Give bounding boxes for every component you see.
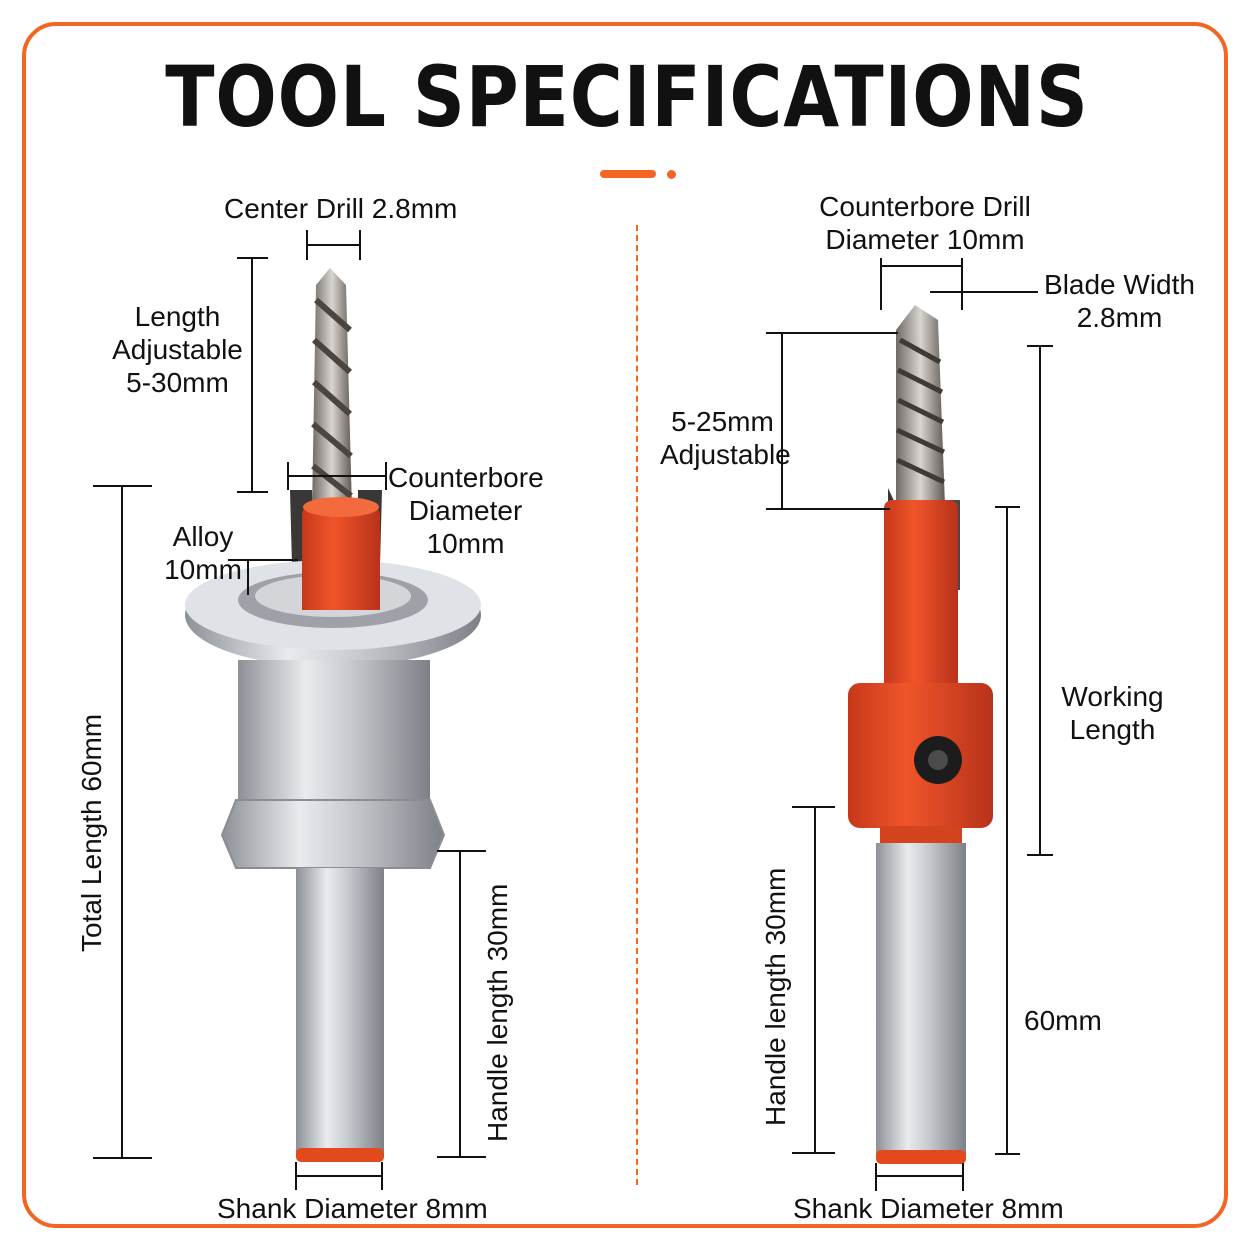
working-length-line2: Length	[1069, 714, 1156, 745]
right-handle-length-label: Handle length 30mm	[760, 867, 791, 1126]
counterbore-line3: 10mm	[426, 528, 505, 559]
right-shank-diameter-label: Shank Diameter 8mm	[793, 1193, 1064, 1224]
counterbore-drill-line2: Diameter 10mm	[825, 224, 1025, 255]
alloy-line2: 10mm	[164, 554, 242, 585]
right-counterbore-tool	[848, 305, 993, 1164]
alloy-line1: Alloy	[172, 521, 234, 552]
adjustable-range-label: 5-25mm Adjustable	[660, 405, 791, 471]
counterbore-drill-diameter-label: Counterbore Drill Diameter 10mm	[800, 190, 1050, 256]
center-divider	[636, 225, 638, 1185]
length-adjustable-label: Length Adjustable 5-30mm	[100, 300, 255, 399]
alloy-label: Alloy 10mm	[162, 520, 244, 586]
dimension-lines	[93, 230, 1053, 1191]
left-countersink-tool	[185, 268, 481, 1162]
counterbore-drill-line1: Counterbore Drill	[819, 191, 1031, 222]
adjustable-line1: 5-25mm	[671, 406, 774, 437]
blade-width-label: Blade Width 2.8mm	[1042, 268, 1197, 334]
counterbore-line2: Diameter	[408, 495, 523, 526]
center-drill-label: Center Drill 2.8mm	[224, 193, 458, 224]
counterbore-line1: Counterbore	[388, 462, 544, 493]
title-underline-bar	[600, 170, 656, 178]
left-handle-length-label: Handle length 30mm	[482, 883, 513, 1142]
left-counterbore-diameter-label: Counterbore Diameter 10mm	[388, 461, 544, 560]
length-adjustable-line2: Adjustable	[112, 334, 243, 365]
adjustable-line2: Adjustable	[660, 439, 791, 470]
working-length-line1: Working	[1061, 681, 1164, 712]
orange-border-frame	[22, 22, 1228, 1228]
blade-width-line1: Blade Width	[1044, 269, 1195, 300]
title-underline-dot	[667, 170, 676, 179]
page-title: TOOL SPECIFICATIONS	[165, 48, 1089, 146]
left-shank-diameter-label: Shank Diameter 8mm	[217, 1193, 488, 1224]
total-length-label: Total Length 60mm	[76, 713, 107, 952]
length-adjustable-line1: Length	[134, 301, 221, 332]
blade-width-line2: 2.8mm	[1076, 302, 1163, 333]
working-length-label: Working Length	[1050, 680, 1175, 746]
overall-length-label: 60mm	[1024, 1005, 1102, 1036]
length-adjustable-line3: 5-30mm	[126, 367, 229, 398]
